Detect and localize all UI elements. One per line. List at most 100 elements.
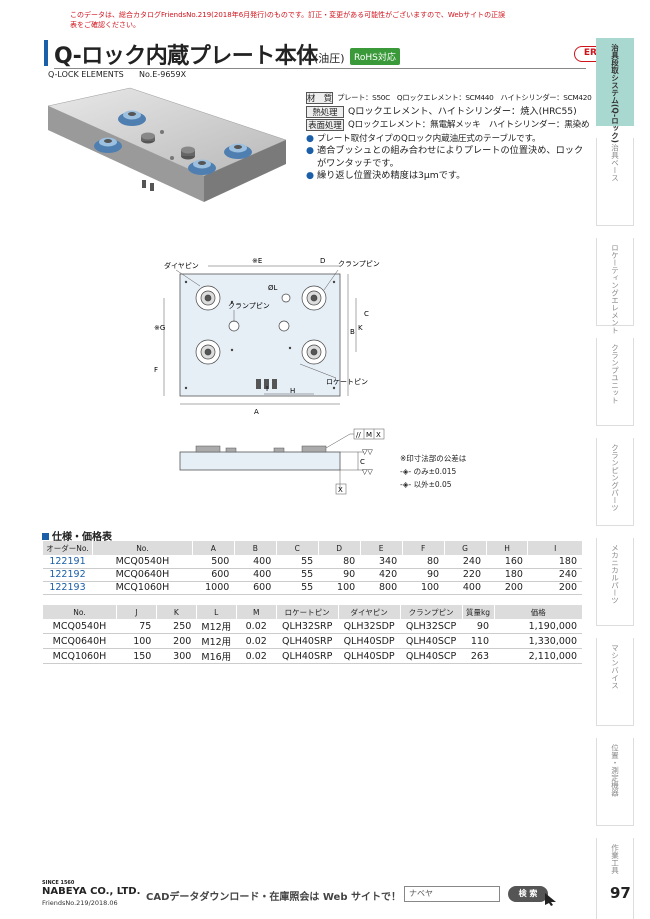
table-cell[interactable]: 122193 [42, 581, 93, 595]
page-title: Q-ロック内蔵プレート本体 [54, 44, 318, 69]
table-header-cell: L [195, 605, 237, 619]
table-cell: 600 [192, 568, 235, 582]
table-cell: QLH40SCP [400, 648, 463, 664]
table-cell: 55 [276, 555, 319, 569]
table-header-cell: F [401, 541, 445, 555]
table-header-cell: 価格 [493, 605, 582, 619]
table-header-cell: No. [42, 605, 117, 619]
label-i: I [266, 385, 268, 393]
table-cell: 250 [156, 619, 197, 634]
label-dowel-pin: ダイヤピン [164, 261, 199, 270]
cad-download-text: CADデータダウンロード・在庫照会は Web サイトで！ [146, 892, 401, 903]
table-cell: 420 [360, 568, 403, 582]
side-tab[interactable]: クランピングパーツ [596, 438, 634, 526]
label-c-side: C [360, 458, 365, 466]
table-cell: 240 [444, 555, 487, 569]
table-header-cell: C [275, 541, 319, 555]
notice-text: このデータは、総合カタログFriendsNo.219(2018年6月発行)のもの… [70, 11, 506, 29]
search-input[interactable]: ナベヤ [404, 886, 500, 902]
label-b: B [350, 328, 355, 336]
table-cell: 200 [486, 581, 528, 595]
table-cell: QLH40SDP [338, 633, 401, 649]
roughness-marks: ▽▽ [362, 468, 373, 476]
label-e: ※E [252, 257, 262, 265]
side-tab[interactable]: メカニカルパーツ [596, 538, 634, 626]
nabeya-logo: NABEYA CO., LTD. [42, 886, 141, 897]
label-k: K [358, 324, 363, 332]
table-cell: 240 [527, 568, 582, 582]
table-cell: 100 [402, 581, 445, 595]
side-tab[interactable]: ロケーティングエレメント [596, 238, 634, 334]
catalog-edition: FriendsNo.219/2018.06 [42, 899, 118, 907]
side-tab[interactable]: 治具ベース [596, 138, 634, 226]
spec-heat-treatment: 熱処理 Qロックエレメント、ハイトシリンダー：焼入(HRC55) [306, 106, 591, 119]
specs-block: 材 質 プレート：S50C Qロックエレメント：SCM440 ハイトシリンダー：… [306, 92, 592, 183]
table-cell: 200 [156, 633, 197, 649]
label-a: A [254, 408, 259, 416]
table-cell: 1,330,000 [494, 633, 582, 649]
feature-bullet: ●プレート取付タイプのQロック内蔵油圧式のテーブルです。 [306, 132, 541, 144]
product-image [47, 87, 287, 202]
table-header-cell: G [443, 541, 487, 555]
title-suffix: (油圧) [314, 52, 345, 65]
table-cell: QLH32SCP [400, 619, 463, 634]
gdt-parallel: // [356, 431, 361, 439]
table-cell: 75 [116, 619, 157, 634]
clamp-element-4 [188, 159, 216, 175]
label-clamp-pin-mid: クランプピン [228, 302, 270, 310]
title-underline [54, 68, 586, 69]
table-cell: 200 [527, 581, 582, 595]
label-phi-l: ØL [268, 284, 278, 292]
side-tab[interactable]: クランプユニット [596, 338, 634, 426]
label-g: ※G [154, 324, 165, 332]
table-cell: 1,190,000 [494, 619, 582, 634]
table-header-cell: B [233, 541, 277, 555]
table-cell: QLH40SCP [400, 633, 463, 649]
table-cell: 400 [444, 581, 487, 595]
table-cell: 55 [276, 581, 319, 595]
title-accent-bar [44, 40, 48, 66]
feature-bullet: ●繰り返し位置決め精度は3μmです。 [306, 170, 466, 181]
clamp-element-2 [94, 137, 122, 153]
table-header-cell: I [527, 541, 582, 555]
side-tab[interactable]: 治具段取システム(Q-ロック) [596, 38, 634, 143]
label-locate-pin: ロケートピン [326, 378, 368, 386]
side-tab[interactable]: 位置・測定機器 [596, 738, 634, 826]
search-button[interactable]: 検 索 [508, 886, 548, 902]
spec-table-title: 仕様・価格表 [42, 528, 112, 543]
elements-label: Q-LOCK ELEMENTS No.E-9659X [48, 70, 187, 79]
rohs-badge: RoHS対応 [350, 48, 400, 65]
table-cell: MCQ0540H [42, 619, 117, 634]
gdt-m: M [366, 431, 372, 439]
table-cell: 90 [318, 568, 361, 582]
table-cell: 100 [116, 633, 157, 649]
table-cell: MCQ0640H [92, 568, 193, 582]
table-cell[interactable]: 122191 [42, 555, 93, 569]
side-tab[interactable]: 作業工具 [596, 838, 634, 919]
label-d: D [320, 257, 325, 265]
side-tab[interactable]: マシンバイス [596, 638, 634, 726]
table-cell: 180 [527, 555, 582, 569]
table-cell: 263 [462, 648, 495, 664]
table-cell: QLH32SDP [338, 619, 401, 634]
table-cell: 55 [276, 568, 319, 582]
table-header-cell: クランプピン [399, 605, 463, 619]
table-cell: 2,110,000 [494, 648, 582, 664]
table-cell: MCQ1060H [42, 648, 117, 664]
table-cell: M12用 [196, 619, 237, 634]
table-cell: 80 [318, 555, 361, 569]
table-cell: 500 [192, 555, 235, 569]
table-cell: MCQ0640H [42, 633, 117, 649]
table-cell: 150 [116, 648, 157, 664]
table-cell[interactable]: 122192 [42, 568, 93, 582]
table-cell: 160 [486, 555, 528, 569]
table-cell: 0.02 [236, 633, 277, 649]
label-h: H [290, 387, 295, 395]
table-cell: M12用 [196, 633, 237, 649]
